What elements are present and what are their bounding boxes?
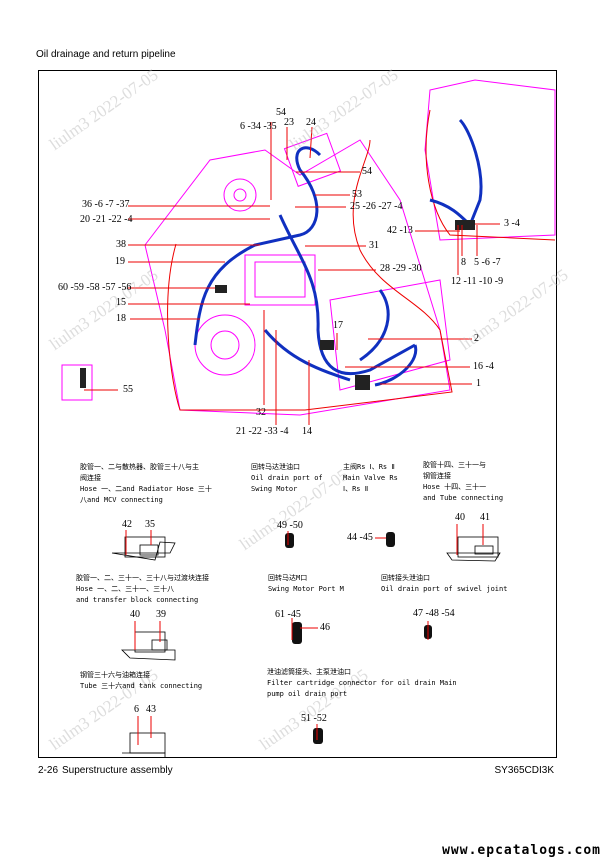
callout: 43: [146, 704, 156, 715]
caption-line: Swing Motor: [251, 485, 298, 493]
detail-caption: 泄油滤筒接头、主泵泄油口 Filter cartridge connector f…: [267, 667, 457, 700]
caption-line: 阀连接: [80, 474, 101, 482]
callout: 17: [333, 320, 343, 331]
callout: 19: [115, 256, 125, 267]
caption-line: 回转接头泄油口: [381, 574, 430, 582]
caption-line: 主阀Rs Ⅰ、Rs Ⅱ: [343, 463, 395, 471]
callout: 8: [461, 257, 466, 268]
section-title: Superstructure assembly: [62, 765, 173, 776]
callout: 54: [276, 107, 286, 118]
caption-line: 泄油滤筒接头、主泵泄油口: [267, 668, 351, 676]
detail-caption: 胶管一、二与散热器、胶管三十八与主阀连接 Hose 一、二and Radiator…: [80, 462, 212, 506]
caption-line: Hose 一、二、三十一、三十八: [76, 585, 175, 593]
callout: 20 -21 -22 -4: [80, 214, 133, 225]
callout: 35: [145, 519, 155, 530]
callout: 40: [455, 512, 465, 523]
page-title: Oil drainage and return pipeline: [36, 49, 176, 60]
callout: 24: [306, 117, 316, 128]
callout: 28 -29 -30: [380, 263, 422, 274]
model-number: SY365CDI3K: [494, 765, 554, 776]
caption-line: Hose 一、二and Radiator Hose 三十: [80, 485, 212, 493]
callout: 47 -48 -54: [413, 608, 455, 619]
callout: 39: [156, 609, 166, 620]
detail-caption: 回转马达泄油口 Oil drain port of Swing Motor: [251, 462, 323, 495]
caption-line: and transfer block connecting: [76, 596, 199, 604]
caption-line: 胶管一、二、三十一、三十八与过渡块连接: [76, 574, 209, 582]
figure-frame: [38, 70, 557, 758]
detail-caption: 胶管一、二、三十一、三十八与过渡块连接 Hose 一、二、三十一、三十八 and t…: [76, 573, 209, 606]
caption-line: 钢管三十六与油箱连接: [80, 671, 150, 679]
callout: 41: [480, 512, 490, 523]
site-link[interactable]: www.epcatalogs.com: [442, 843, 601, 858]
caption-line: 八and MCV connecting: [80, 496, 163, 504]
callout: 21 -22 -33 -4: [236, 426, 289, 437]
callout: 38: [116, 239, 126, 250]
callout: 51 -52: [301, 713, 327, 724]
caption-line: Oil drain port of: [251, 474, 323, 482]
detail-caption: 钢管三十六与油箱连接 Tube 三十六and tank connecting: [80, 670, 202, 692]
caption-line: 回转马达M口: [268, 574, 308, 582]
callout: 60 -59 -58 -57 -56: [58, 282, 132, 293]
callout: 40: [130, 609, 140, 620]
callout: 32: [256, 407, 266, 418]
callout: 49 -50: [277, 520, 303, 531]
caption-line: Hose 十四、三十一: [423, 483, 487, 491]
caption-line: Oil drain port of swivel joint: [381, 585, 508, 593]
caption-line: Tube 三十六and tank connecting: [80, 682, 203, 690]
callout: 18: [116, 313, 126, 324]
caption-line: 胶管十四、三十一与: [423, 461, 486, 469]
callout: 16 -4: [473, 361, 494, 372]
callout: 12 -11 -10 -9: [451, 276, 504, 287]
caption-line: Main Valve Rs: [343, 474, 398, 482]
caption-line: pump oil drain port: [267, 690, 348, 698]
callout: 55: [123, 384, 133, 395]
callout: 44 -45: [347, 532, 373, 543]
callout: 3 -4: [504, 218, 520, 229]
caption-line: 钢管连接: [423, 472, 451, 480]
caption-line: Ⅰ、Rs Ⅱ: [343, 485, 369, 493]
detail-caption: 回转接头泄油口 Oil drain port of swivel joint: [381, 573, 507, 595]
caption-line: and Tube connecting: [423, 494, 504, 502]
detail-caption: 胶管十四、三十一与钢管连接 Hose 十四、三十一 and Tube connect…: [423, 460, 503, 504]
callout: 6 -34 -35: [240, 121, 277, 132]
page-number: 2-26: [38, 765, 59, 776]
callout: 14: [302, 426, 312, 437]
callout: 31: [369, 240, 379, 251]
callout: 25 -26 -27 -4: [350, 201, 403, 212]
callout: 36 -6 -7 -37: [82, 199, 130, 210]
callout: 2: [474, 333, 479, 344]
callout: 61 -45: [275, 609, 301, 620]
callout: 1: [476, 378, 481, 389]
caption-line: Filter cartridge connector for oil drain…: [267, 679, 457, 687]
caption-line: 回转马达泄油口: [251, 463, 300, 471]
callout: 6: [134, 704, 139, 715]
callout: 42: [122, 519, 132, 530]
callout: 15: [116, 297, 126, 308]
caption-line: Swing Motor Port M: [268, 585, 344, 593]
callout: 23: [284, 117, 294, 128]
callout: 42 -13: [387, 225, 413, 236]
caption-line: 胶管一、二与散热器、胶管三十八与主: [80, 463, 199, 471]
detail-caption: 主阀Rs Ⅰ、Rs Ⅱ Main Valve Rs Ⅰ、Rs Ⅱ: [343, 462, 398, 495]
detail-caption: 回转马达M口 Swing Motor Port M: [268, 573, 344, 595]
callout: 46: [320, 622, 330, 633]
callout: 5 -6 -7: [474, 257, 501, 268]
callout: 53: [352, 189, 362, 200]
callout: 54: [362, 166, 372, 177]
